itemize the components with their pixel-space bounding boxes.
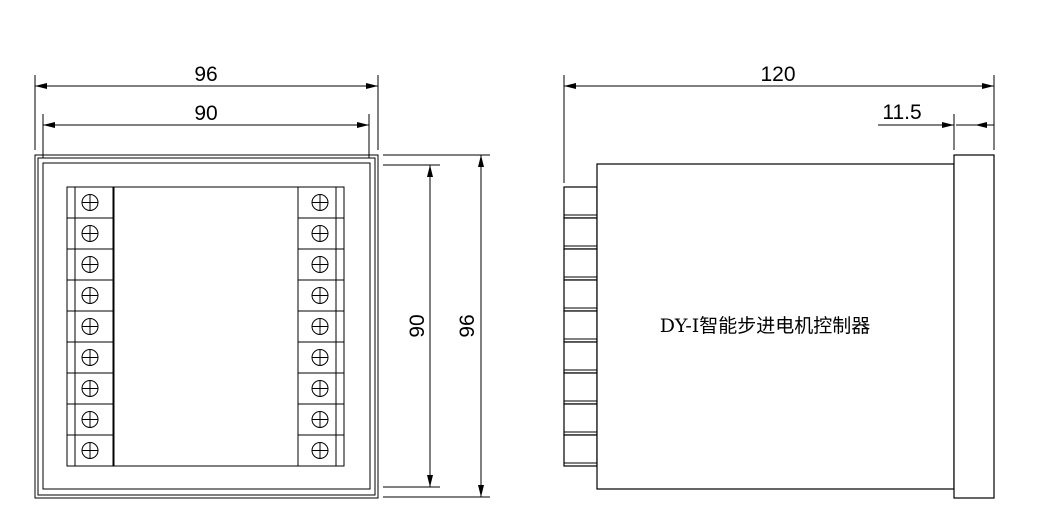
- terminal-block: [297, 372, 345, 405]
- dimension-label-front-height: 96: [456, 314, 479, 337]
- screw-icon: [81, 442, 99, 459]
- rear-connector-tabs: [563, 186, 598, 467]
- dimension-front-inner-height-90: 90: [383, 164, 440, 488]
- terminal-block: [297, 341, 345, 374]
- terminal-block: [297, 248, 345, 281]
- screw-icon: [311, 287, 329, 304]
- screw-icon: [311, 349, 329, 366]
- front-outer-bezel: [34, 154, 379, 499]
- terminal-housing: [297, 434, 345, 467]
- dimension-label-side-depth: 120: [760, 63, 795, 86]
- terminal-block: [297, 217, 345, 250]
- front-view: [34, 154, 379, 499]
- terminal-block: [297, 310, 345, 343]
- screw-icon: [81, 380, 99, 397]
- connector-tab: [563, 403, 598, 436]
- screw-icon: [81, 318, 99, 335]
- terminal-block: [66, 341, 114, 374]
- left-terminal-strip: [66, 186, 114, 467]
- screw-icon: [311, 256, 329, 273]
- screw-icon: [311, 225, 329, 242]
- terminal-block: [66, 310, 114, 343]
- connector-tab: [563, 248, 598, 281]
- connector-tab: [563, 372, 598, 405]
- side-body: [596, 163, 955, 490]
- dimension-label-front-inner-width: 90: [194, 102, 217, 125]
- screw-icon: [311, 442, 329, 459]
- connector-tab: [563, 217, 598, 250]
- right-terminal-strip: [297, 186, 345, 467]
- dimension-front-width-96: 96: [34, 63, 379, 150]
- connector-tab: [563, 341, 598, 374]
- dimension-label-side-bezel: 11.5: [882, 101, 921, 124]
- dimension-side-bezel-11-5: 11.5: [878, 101, 994, 150]
- dimension-front-height-96: 96: [383, 154, 490, 498]
- terminal-block: [66, 186, 114, 219]
- screw-icon: [311, 380, 329, 397]
- terminal-block: [297, 279, 345, 312]
- screw-icon: [81, 256, 99, 273]
- terminal-block: [66, 403, 114, 436]
- front-center-window: [113, 186, 299, 467]
- screw-icon: [81, 411, 99, 428]
- side-front-bezel: [953, 154, 995, 499]
- side-view: DY-I智能步进电机控制器: [563, 154, 995, 499]
- terminal-block: [297, 403, 345, 436]
- screw-icon: [81, 225, 99, 242]
- terminal-block: [66, 372, 114, 405]
- connector-tab: [563, 310, 598, 343]
- product-label: DY-I智能步进电机控制器: [660, 315, 871, 337]
- screw-icon: [311, 318, 329, 335]
- connector-tab: [563, 434, 598, 467]
- terminal-block: [297, 186, 345, 219]
- dimension-front-inner-width-90: 90: [42, 102, 370, 158]
- terminal-block: [297, 434, 345, 467]
- connector-tab: [563, 279, 598, 312]
- terminal-housing: [66, 434, 114, 467]
- screw-icon: [311, 194, 329, 211]
- screw-icon: [81, 287, 99, 304]
- terminal-block: [66, 248, 114, 281]
- dimension-label-front-width: 96: [194, 63, 217, 86]
- terminal-block: [66, 217, 114, 250]
- terminal-block: [66, 279, 114, 312]
- dimension-side-depth-120: 120: [563, 63, 995, 183]
- dimension-label-front-inner-height: 90: [406, 314, 429, 337]
- screw-icon: [81, 349, 99, 366]
- terminal-block: [66, 434, 114, 467]
- front-bezel-inner-edge: [37, 157, 376, 496]
- front-panel: [42, 162, 371, 490]
- screw-icon: [81, 194, 99, 211]
- connector-tab: [563, 186, 598, 219]
- screw-icon: [311, 411, 329, 428]
